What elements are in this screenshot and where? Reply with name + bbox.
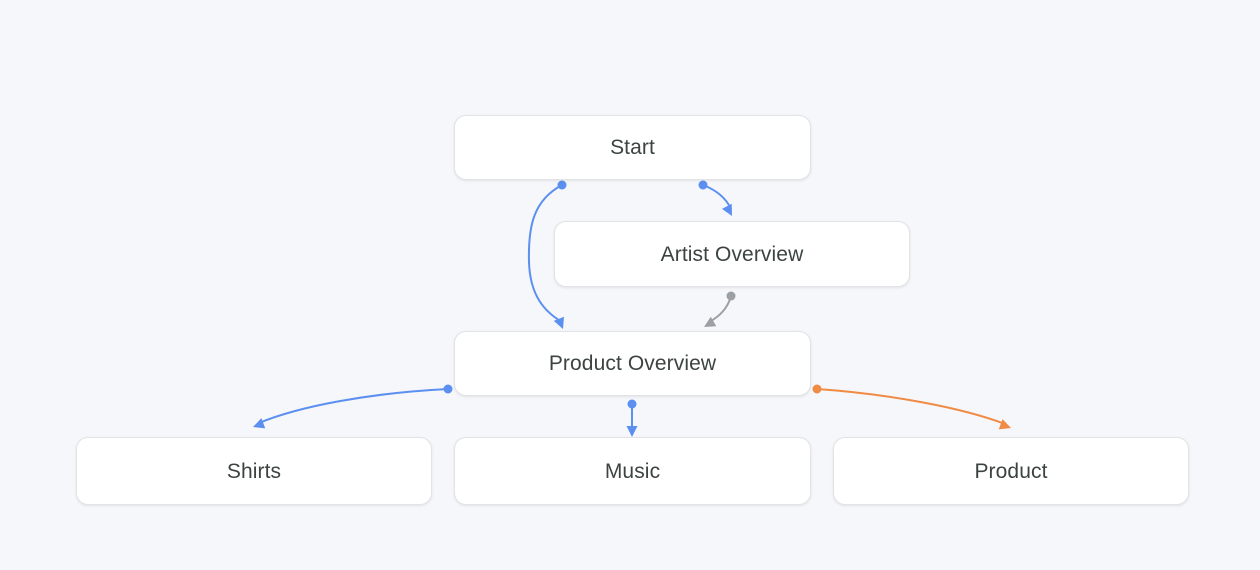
edge-arrowhead [998,419,1011,430]
edge-product-overview-to-shirts [253,384,453,429]
node-label: Shirts [226,459,282,483]
node-product[interactable]: Product [833,437,1189,505]
edge-product-overview-to-product [812,384,1011,430]
node-music[interactable]: Music [454,437,811,505]
edge-path [702,184,732,210]
node-label: Product Overview [548,352,717,375]
node-label: Artist Overview [660,242,804,266]
edge-arrowhead [553,316,564,329]
edge-arrowhead [626,426,638,437]
node-label: Product [974,459,1048,483]
node-product-overview[interactable]: Product Overview [454,331,811,396]
edge-source-dot [627,399,637,409]
edge-arrowhead [253,418,266,429]
node-label: Start [610,136,655,159]
node-shirts[interactable]: Shirts [76,437,432,505]
node-label: Music [604,459,661,483]
edge-start-to-artist-overview [698,180,732,216]
edge-source-dot [443,384,453,394]
edge-path [708,295,732,323]
node-artist-overview[interactable]: Artist Overview [554,221,910,287]
node-start[interactable]: Start [454,115,811,180]
edge-artist-overview-to-product-overview [704,291,736,327]
edge-source-dot [557,180,567,190]
edge-arrowhead [704,316,717,327]
edge-path [258,388,449,424]
edge-source-dot [726,291,736,301]
edge-path [816,388,1006,425]
edge-arrowhead [721,203,732,216]
edge-source-dot [698,180,708,190]
edge-product-overview-to-music [626,399,638,437]
edge-source-dot [812,384,822,394]
